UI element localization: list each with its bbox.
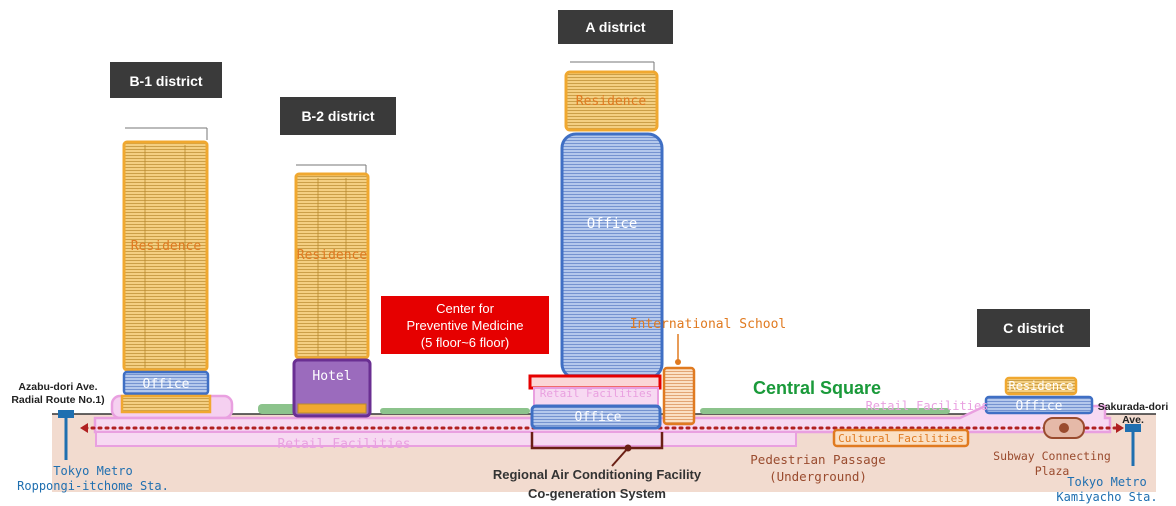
central-square-label: Central Square: [753, 378, 881, 398]
roppongi-label-1: Tokyo Metro: [53, 464, 132, 478]
azabu-label-2: Radial Route No.1): [11, 394, 104, 406]
preventive-medicine-box: Center for Preventive Medicine (5 floor~…: [381, 296, 549, 354]
kamiyacho-label-1: Tokyo Metro: [1067, 475, 1146, 489]
sakurada-label-1: Sakurada-dori: [1098, 401, 1169, 413]
district-c-label: C district: [977, 309, 1090, 347]
a-residence-label: Residence: [576, 94, 647, 109]
pedestrian-label-2: (Underground): [769, 469, 867, 484]
c-buildings: [832, 376, 1094, 448]
kamiyacho-label-2: Kamiyacho Sta.: [1056, 490, 1157, 504]
a-retail-label: Retail Facilities: [540, 387, 653, 400]
regional-ac-label-1: Regional Air Conditioning Facility: [493, 467, 702, 482]
svg-text:Preventive Medicine: Preventive Medicine: [406, 318, 523, 333]
roppongi-label-2: Roppongi-itchome Sta.: [17, 479, 169, 493]
b1-tower: [120, 127, 212, 414]
b1-residence-label: Residence: [131, 239, 202, 254]
district-b1-label: B-1 district: [110, 62, 222, 98]
district-a-label: A district: [558, 10, 673, 44]
a-tower: [528, 61, 664, 450]
svg-text:C district: C district: [1003, 320, 1064, 336]
regional-ac-leader: [611, 444, 632, 467]
svg-text:A district: A district: [585, 19, 645, 35]
district-b2-label: B-2 district: [280, 97, 396, 135]
international-school-label: International School: [630, 317, 787, 332]
international-school-building: [662, 334, 696, 426]
b2-tower: [292, 164, 372, 418]
svg-text:B-2 district: B-2 district: [301, 108, 374, 124]
subway-plaza-label-1: Subway Connecting: [993, 449, 1111, 463]
b2-hotel-label: Hotel: [312, 369, 351, 384]
kamiyacho-station-pin: [1125, 424, 1141, 466]
pedestrian-label-1: Pedestrian Passage: [750, 452, 885, 467]
b1-office-label: Office: [143, 377, 190, 392]
vegetation: [258, 404, 950, 414]
regional-ac-label-2: Co-generation System: [528, 486, 666, 501]
svg-text:(5 floor~6 floor): (5 floor~6 floor): [421, 335, 510, 350]
a-office-label: Office: [587, 216, 638, 232]
c-office-label: Office: [1016, 399, 1063, 414]
roppongi-station-pin: [58, 410, 74, 460]
a-office-low-label: Office: [575, 410, 622, 425]
cultural-label: Cultural Facilities: [838, 432, 964, 445]
svg-text:B-1 district: B-1 district: [129, 73, 202, 89]
retail-right-label: Retail Facilities: [866, 399, 989, 413]
b2-residence-label: Residence: [297, 248, 368, 263]
svg-text:Center for: Center for: [436, 301, 494, 316]
c-residence-label: Residence: [1008, 379, 1073, 393]
sakurada-label-2: Ave.: [1122, 414, 1144, 426]
subway-plaza-label-2: Plaza: [1035, 464, 1070, 478]
retail-left-label: Retail Facilities: [277, 437, 410, 452]
azabu-label-1: Azabu-dori Ave.: [18, 381, 97, 393]
